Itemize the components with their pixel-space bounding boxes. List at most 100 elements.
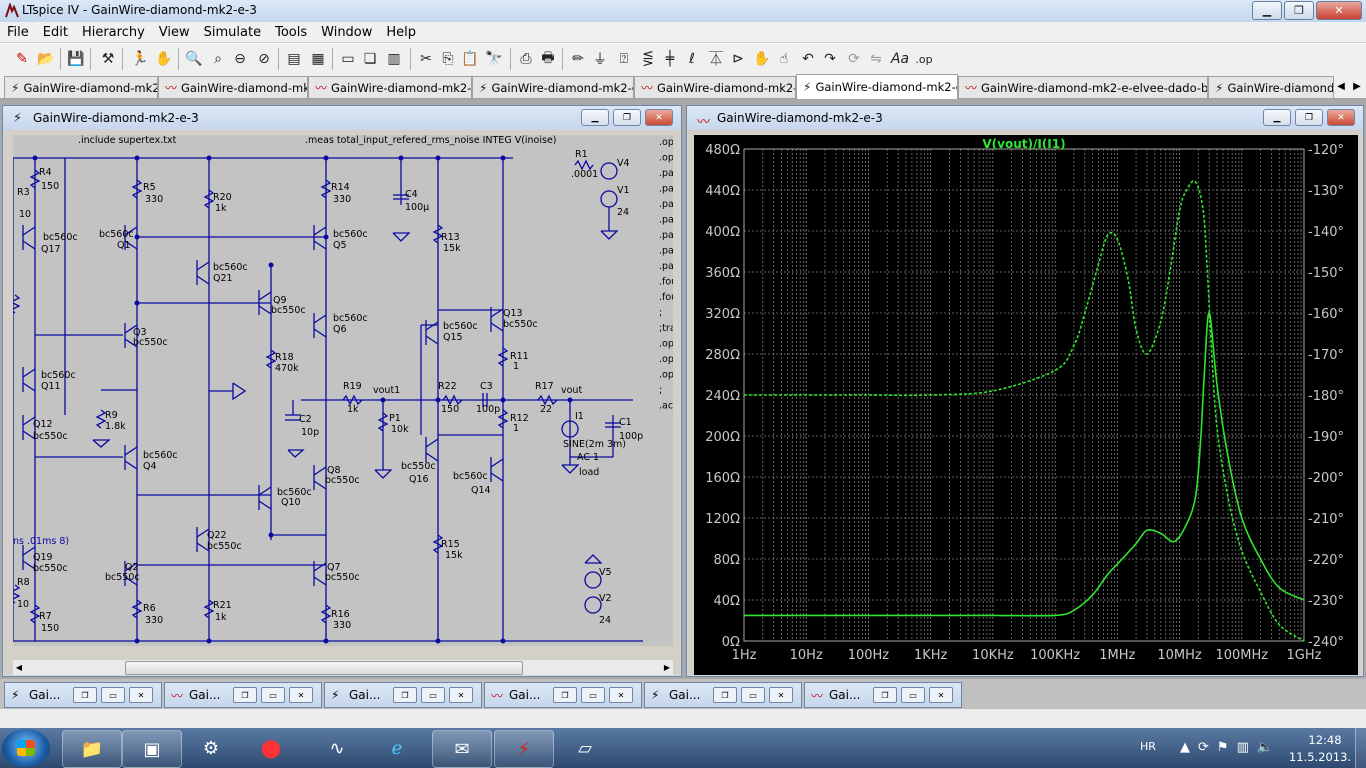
- menu-view[interactable]: View: [158, 24, 190, 40]
- grid-icon[interactable]: ▦: [311, 51, 325, 67]
- menu-edit[interactable]: Edit: [42, 24, 68, 40]
- zoom-out-icon[interactable]: ⊖: [234, 51, 246, 67]
- zoom-in-icon[interactable]: 🔍: [185, 51, 203, 67]
- draw-wire-icon[interactable]: ✏: [572, 51, 584, 67]
- restore-button[interactable]: ❐: [1284, 1, 1314, 20]
- spice-directive[interactable]: .op: [659, 137, 673, 148]
- maximize-icon[interactable]: ▭: [421, 687, 445, 703]
- spice-directive[interactable]: .ac: [659, 401, 673, 412]
- menu-window[interactable]: Window: [321, 24, 373, 40]
- control-panel-icon[interactable]: ⚒: [101, 51, 115, 67]
- text-icon[interactable]: Aa: [890, 51, 910, 67]
- maximize-icon[interactable]: ▭: [101, 687, 125, 703]
- child-minimize-button[interactable]: ▁: [1263, 109, 1291, 126]
- spice-directive[interactable]: .pa: [659, 215, 673, 226]
- spice-directive[interactable]: ;: [659, 308, 662, 319]
- tile-vertical-icon[interactable]: ▥: [387, 51, 401, 67]
- mirror-icon[interactable]: ⇋: [870, 51, 882, 67]
- spice-directive[interactable]: .pa: [659, 261, 673, 272]
- start-button[interactable]: [2, 729, 50, 767]
- new-schematic-icon[interactable]: ✎: [16, 51, 28, 67]
- ltspice-tool-taskbar-icon[interactable]: ⚙: [202, 737, 220, 759]
- close-icon[interactable]: ✕: [769, 687, 793, 703]
- spice-directive[interactable]: .pa: [659, 184, 673, 195]
- explorer-taskbar-icon[interactable]: 📁: [62, 730, 122, 768]
- restore-icon[interactable]: ❐: [73, 687, 97, 703]
- child-restore-button[interactable]: ❐: [613, 109, 641, 126]
- close-icon[interactable]: ✕: [129, 687, 153, 703]
- scroll-left-icon[interactable]: ◀: [15, 662, 23, 672]
- child-close-button[interactable]: ✕: [645, 109, 673, 126]
- save-icon[interactable]: 💾: [67, 51, 85, 67]
- child-close-button[interactable]: ✕: [1327, 109, 1355, 126]
- open-folder-icon[interactable]: 📂: [37, 51, 55, 67]
- restore-icon[interactable]: ❐: [713, 687, 737, 703]
- spice-directive[interactable]: .op: [659, 370, 673, 381]
- close-button[interactable]: ✕: [1316, 1, 1362, 20]
- minimized-window[interactable]: ⚡Gai...❐▭✕: [644, 682, 802, 708]
- minimized-window[interactable]: ⚡Gai...❐▭✕: [4, 682, 162, 708]
- arrow-up-icon[interactable]: ▲: [1180, 740, 1190, 755]
- tab-schematic-mk2-e-2[interactable]: ⚡GainWire-diamond-mk2-e-2: [472, 76, 634, 98]
- tab-schematic-mk2-m[interactable]: ⚡GainWire-diamond-m: [1208, 76, 1334, 98]
- close-icon[interactable]: ✕: [929, 687, 953, 703]
- schematic-canvas[interactable]: .include supertex.txt .meas total_input_…: [13, 135, 673, 646]
- spice-directive[interactable]: .pa: [659, 168, 673, 179]
- menu-help[interactable]: Help: [386, 24, 417, 40]
- minimized-window[interactable]: 〰Gai...❐▭✕: [164, 682, 322, 708]
- spice-directive[interactable]: .pa: [659, 230, 673, 241]
- oscilloscope-taskbar-icon[interactable]: ∿: [329, 737, 345, 759]
- schematic-horizontal-scrollbar[interactable]: ◀ ▶: [13, 659, 673, 675]
- rotate-icon[interactable]: ⟳: [848, 51, 860, 67]
- tab-plot-elvee-dado-buffer-2[interactable]: 〰GainWire-diamond-mk2-e-elvee-dado-buffe…: [958, 76, 1208, 98]
- scrollbar-thumb[interactable]: [125, 661, 523, 675]
- run-icon[interactable]: 🏃: [131, 51, 149, 67]
- spice-directive[interactable]: ;: [659, 385, 662, 396]
- undo-icon[interactable]: ↶: [802, 51, 814, 67]
- show-desktop-button[interactable]: [1355, 728, 1366, 768]
- menu-simulate[interactable]: Simulate: [203, 24, 262, 40]
- drag-icon[interactable]: ☝: [779, 51, 789, 67]
- spice-directive[interactable]: .fou: [659, 292, 673, 303]
- tab-plot-mk2-e-3[interactable]: 〰GainWire-diamond-mk2-e-3: [634, 76, 796, 98]
- find-icon[interactable]: 🔭: [485, 51, 503, 67]
- internet-explorer-taskbar-icon[interactable]: ℯ: [391, 737, 403, 759]
- maximize-icon[interactable]: ▭: [261, 687, 285, 703]
- phase-trace[interactable]: [744, 180, 1305, 642]
- tab-schematic-mk2-e-3[interactable]: ⚡GainWire-diamond-mk2-e-3: [796, 74, 958, 99]
- scroll-right-icon[interactable]: ▶: [663, 662, 671, 672]
- close-icon[interactable]: ✕: [609, 687, 633, 703]
- tab-schematic-mk2-e[interactable]: ⚡GainWire-diamond-mk2-e: [4, 76, 158, 98]
- menu-hierarchy[interactable]: Hierarchy: [81, 24, 145, 40]
- cascade-icon[interactable]: ❏: [363, 51, 377, 67]
- close-icon[interactable]: ✕: [449, 687, 473, 703]
- tile-horizontal-icon[interactable]: ▭: [341, 51, 355, 67]
- zoom-fit-icon[interactable]: ⊘: [258, 51, 270, 67]
- move-icon[interactable]: ✋: [753, 51, 771, 67]
- print-setup-icon[interactable]: ⎙: [520, 51, 532, 67]
- redo-icon[interactable]: ↷: [824, 51, 836, 67]
- copy-icon[interactable]: ⎘: [442, 51, 454, 67]
- spice-directive[interactable]: .pa: [659, 199, 673, 210]
- paste-icon[interactable]: 📋: [461, 51, 479, 67]
- halt-icon[interactable]: ✋: [155, 51, 173, 67]
- minimized-window[interactable]: 〰Gai...❐▭✕: [484, 682, 642, 708]
- maximize-icon[interactable]: ▭: [581, 687, 605, 703]
- tab-scroll-left-icon[interactable]: ◀: [1337, 80, 1345, 92]
- magnitude-trace[interactable]: [744, 312, 1305, 617]
- menu-tools[interactable]: Tools: [275, 24, 308, 40]
- restore-icon[interactable]: ❐: [393, 687, 417, 703]
- child-restore-button[interactable]: ❐: [1295, 109, 1323, 126]
- restore-icon[interactable]: ❐: [553, 687, 577, 703]
- email-taskbar-icon[interactable]: ✉: [432, 730, 492, 768]
- autorange-icon[interactable]: ▤: [287, 51, 301, 67]
- print-icon[interactable]: 🖶: [541, 50, 555, 66]
- tab-scroll-right-icon[interactable]: ▶: [1353, 80, 1361, 92]
- capacitor-icon[interactable]: ╪: [665, 51, 675, 67]
- close-icon[interactable]: ✕: [289, 687, 313, 703]
- spice-directive[interactable]: ;tra: [659, 323, 673, 334]
- ground-icon[interactable]: ⏚: [593, 52, 607, 68]
- language-indicator[interactable]: HR: [1140, 740, 1156, 753]
- restore-icon[interactable]: ❐: [873, 687, 897, 703]
